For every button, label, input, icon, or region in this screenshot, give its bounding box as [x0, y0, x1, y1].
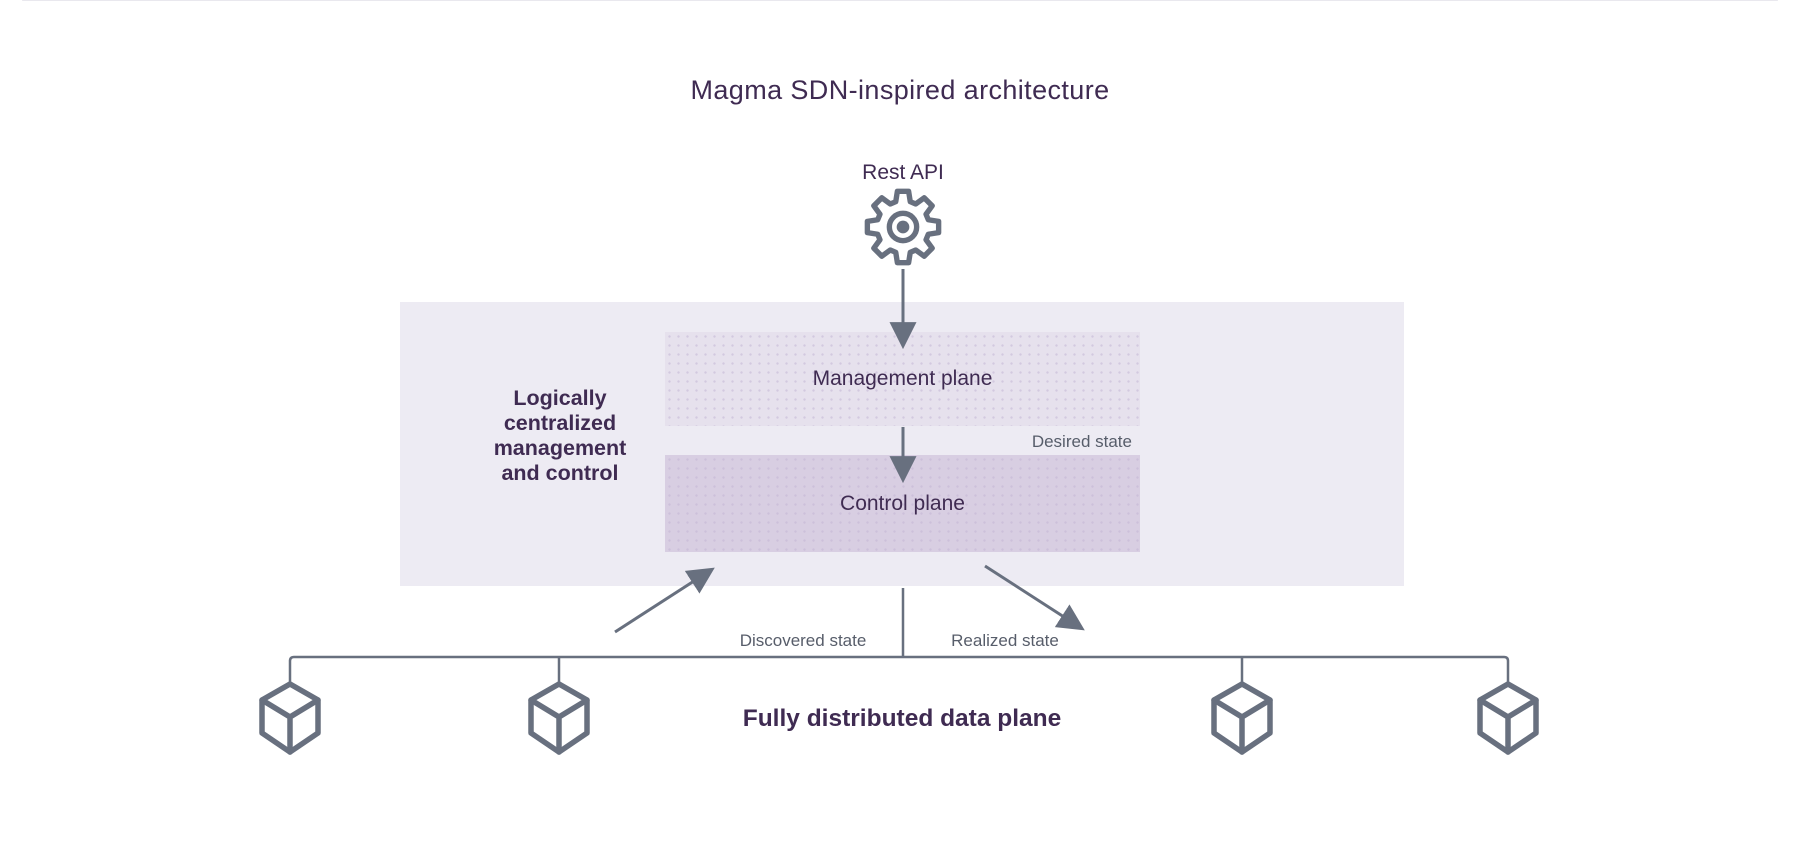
realized-state-label: Realized state — [951, 631, 1059, 650]
management-plane-label: Management plane — [812, 367, 993, 390]
diagram-title: Magma SDN-inspired architecture — [690, 75, 1110, 105]
control-plane-label: Control plane — [840, 491, 965, 515]
data-plane-title: Fully distributed data plane — [742, 705, 1062, 732]
management-plane-box: Management plane — [665, 332, 1140, 426]
cube-icon — [1477, 681, 1539, 755]
rest-api-label: Rest API — [862, 161, 944, 184]
cube-icon — [259, 681, 321, 755]
discovered-state-label: Discovered state — [739, 631, 867, 650]
dataplane-bus-line — [288, 655, 1510, 682]
window-top-edge — [22, 0, 1778, 1]
control-plane-box: Control plane — [665, 455, 1140, 552]
gear-icon — [864, 188, 942, 266]
cube-icon — [1211, 681, 1273, 755]
cube-icon — [528, 681, 590, 755]
centralized-zone-label: Logically centralized management and con… — [493, 386, 627, 485]
desired-state-label: Desired state — [1031, 432, 1132, 451]
